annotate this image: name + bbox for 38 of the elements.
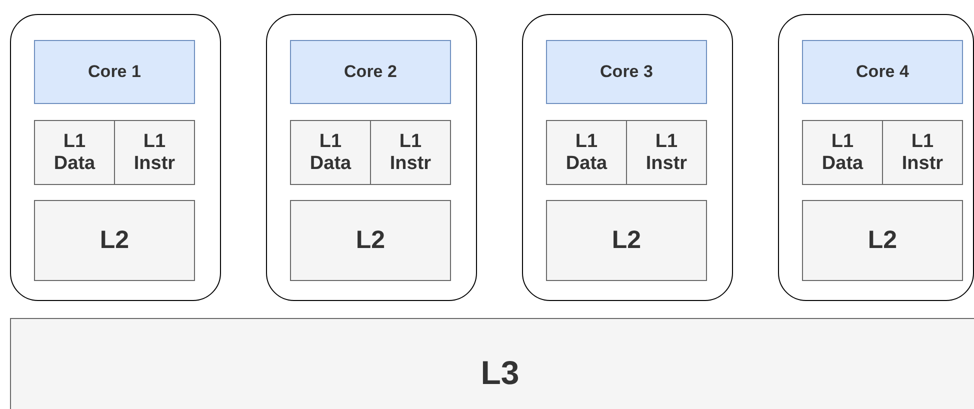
cache-label: L2 <box>868 226 898 255</box>
core-group-container <box>778 14 974 301</box>
cache-label: L2 <box>100 226 130 255</box>
l1-instruction-cache-box <box>882 120 963 185</box>
cache-label: L1 Data <box>54 130 96 174</box>
cache-label: L1 Instr <box>902 130 944 174</box>
cache-label: L1 Data <box>822 130 864 174</box>
l2-cache-box <box>290 200 451 281</box>
l1-instruction-cache-box <box>114 120 195 185</box>
l1-instruction-cache-box <box>626 120 707 185</box>
core-box <box>290 40 451 104</box>
cache-label: L1 Data <box>566 130 608 174</box>
l2-cache-box <box>546 200 707 281</box>
l1-data-cache-box <box>34 120 115 185</box>
core-group-container <box>266 14 477 301</box>
cache-label: L3 <box>480 354 520 392</box>
cache-label: L1 Instr <box>646 130 688 174</box>
cache-label: Core 3 <box>600 62 653 82</box>
l2-cache-box <box>34 200 195 281</box>
core-box <box>802 40 963 104</box>
core-box <box>34 40 195 104</box>
l1-data-cache-box <box>290 120 371 185</box>
core-group-container <box>522 14 733 301</box>
cache-label: Core 2 <box>344 62 397 82</box>
cache-label: Core 4 <box>856 62 909 82</box>
l1-instruction-cache-box <box>370 120 451 185</box>
cache-label: Core 1 <box>88 62 141 82</box>
l1-data-cache-box <box>546 120 627 185</box>
core-box <box>546 40 707 104</box>
cache-label: L1 Instr <box>390 130 432 174</box>
cache-label: L1 Instr <box>134 130 176 174</box>
cache-label: L1 Data <box>310 130 352 174</box>
cache-label: L2 <box>356 226 386 255</box>
core-group-container <box>10 14 221 301</box>
l3-cache-box <box>10 318 974 409</box>
l1-data-cache-box <box>802 120 883 185</box>
cache-label: L2 <box>612 226 642 255</box>
l2-cache-box <box>802 200 963 281</box>
